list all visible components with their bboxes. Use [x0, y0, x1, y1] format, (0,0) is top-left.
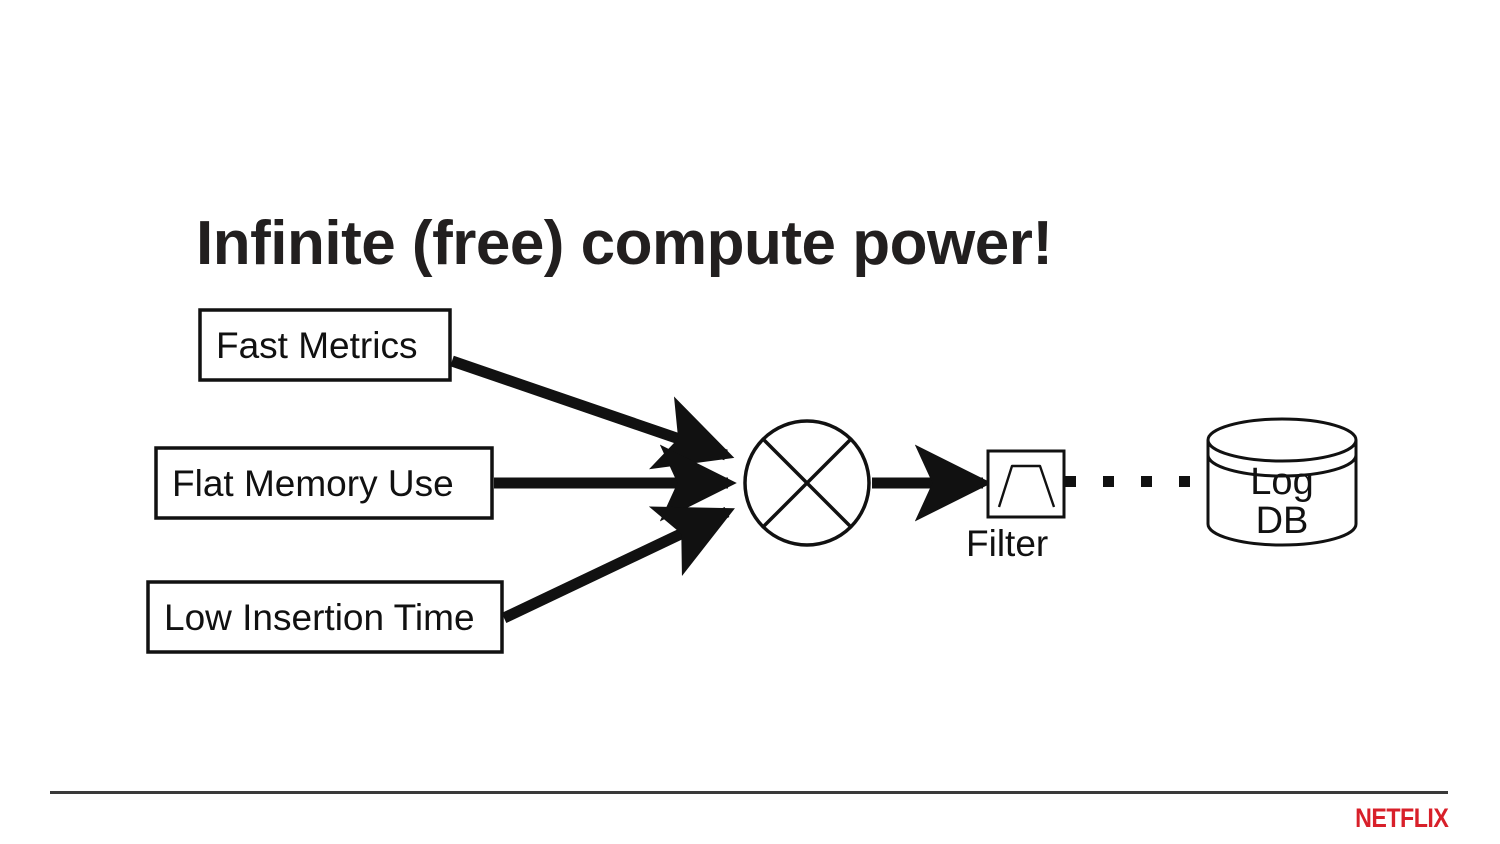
bandpass-trapezoid-icon — [997, 464, 1056, 508]
node-label-fast-metrics: Fast Metrics — [216, 325, 418, 366]
log-db-node — [1206, 417, 1358, 547]
connector-dot — [1141, 476, 1152, 487]
filter-box — [986, 449, 1066, 519]
db-cylinder-ring — [1206, 454, 1358, 478]
log-db-caption-line1: Log — [1250, 461, 1314, 503]
footer-divider — [50, 791, 1448, 794]
mixer-x-stroke-2 — [761, 437, 853, 529]
page-title: Infinite (free) compute power! — [196, 208, 1053, 278]
connector-dot — [1103, 476, 1114, 487]
db-cylinder-body — [1206, 440, 1358, 547]
node-fast-metrics — [198, 308, 452, 382]
filter-caption: Filter — [966, 523, 1049, 564]
node-label-flat-memory-use: Flat Memory Use — [172, 463, 454, 504]
log-db-caption-line2: DB — [1255, 500, 1309, 543]
connector-dot — [1065, 476, 1076, 487]
node-flat-memory-use — [154, 446, 494, 520]
dotted-connector — [1065, 476, 1190, 487]
node-label-low-insertion-time: Low Insertion Time — [164, 597, 475, 638]
mixer-node — [743, 419, 871, 547]
connector-dot — [1179, 476, 1190, 487]
netflix-logo: NETFLIX — [1354, 803, 1449, 833]
edge-low-insertion-to-mixer — [501, 506, 735, 623]
filter-node — [986, 449, 1066, 519]
edge-fast-metrics-to-mixer — [450, 355, 735, 470]
log-db-caption: Log DB — [1208, 461, 1356, 543]
node-low-insertion-time — [146, 580, 504, 654]
db-cylinder-top — [1206, 417, 1358, 463]
